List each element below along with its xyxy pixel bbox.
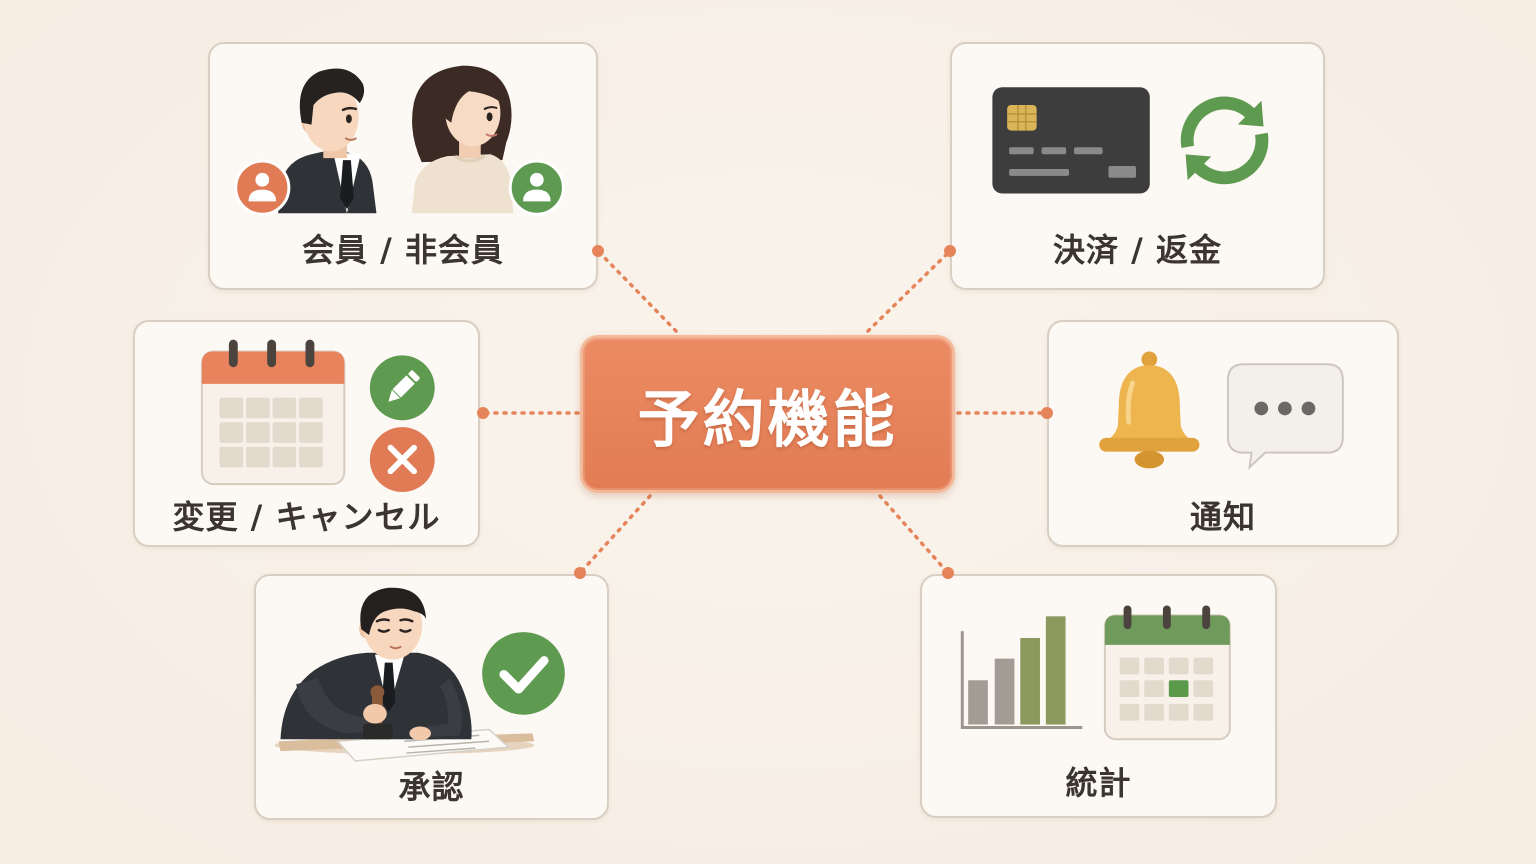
- calendar-grid: [219, 397, 323, 468]
- node-membership: 会員 / 非会員: [208, 42, 598, 290]
- woman-mouth: [485, 133, 498, 137]
- node-statistics: 統計: [920, 574, 1277, 818]
- node-payment: 決済 / 返金: [950, 42, 1325, 290]
- central-title: 予約機能: [637, 383, 898, 456]
- bell-clapper: [1134, 450, 1165, 469]
- typing-dot: [1254, 401, 1269, 416]
- speech-bubble-icon: [1226, 363, 1344, 470]
- node-label: 統計: [1065, 764, 1132, 802]
- man-eye: [345, 114, 352, 124]
- calendar-ring: [1162, 605, 1171, 630]
- bell-knob: [1141, 351, 1158, 368]
- man-tie: [340, 160, 354, 210]
- bell-rim: [1099, 437, 1200, 452]
- left-hand: [363, 703, 387, 724]
- calendar-ring: [1123, 605, 1132, 630]
- member-badge-icon: [234, 159, 291, 216]
- connector-dot: [477, 407, 489, 419]
- calendar-ring: [305, 339, 315, 368]
- right-hand: [409, 726, 432, 741]
- chart-bar: [1020, 637, 1040, 725]
- chart-bar: [968, 680, 988, 725]
- brows: [375, 618, 414, 623]
- non-member-badge-icon: [508, 159, 565, 216]
- approval-illustration: [274, 587, 565, 762]
- close-icon: [369, 427, 435, 492]
- central-node: 予約機能: [580, 335, 955, 493]
- connector-dot: [944, 245, 956, 257]
- node-approval: 承認: [254, 574, 609, 820]
- calendar-icon: [200, 339, 346, 486]
- chart-bar: [994, 658, 1015, 725]
- hair: [360, 587, 427, 636]
- calendar-ring: [267, 339, 277, 368]
- woman-bangs: [443, 75, 505, 123]
- calendar-highlighted-day: [1168, 680, 1189, 697]
- businessman-stamping-illustration: [274, 587, 535, 762]
- right-arm: [420, 678, 462, 738]
- membership-illustration: [234, 65, 565, 216]
- connector-dot: [574, 567, 586, 579]
- man-mouth: [344, 137, 357, 141]
- calendar-icon: [1103, 605, 1231, 741]
- node-label: 承認: [398, 768, 465, 806]
- calendar-grid: [1119, 657, 1214, 721]
- woman-eye: [486, 112, 493, 122]
- eyes: [377, 628, 412, 633]
- connector-dot: [942, 567, 954, 579]
- change-cancel-illustration: [200, 339, 435, 492]
- connector-membership: [596, 249, 678, 333]
- typing-dot: [1301, 401, 1316, 416]
- connector-dot: [1041, 407, 1053, 419]
- credit-card-icon: [992, 87, 1150, 194]
- bell-highlight: [1125, 380, 1136, 425]
- chart-bar: [1045, 616, 1066, 725]
- man-hair: [299, 68, 365, 125]
- woman-sweater: [411, 154, 514, 214]
- man-avatar: [278, 68, 377, 214]
- node-label: 決済 / 返金: [1053, 231, 1222, 269]
- node-label: 通知: [1189, 498, 1256, 536]
- payment-illustration: [992, 87, 1269, 194]
- connector-statistics: [878, 494, 950, 575]
- notification-illustration: [1099, 351, 1344, 470]
- chart-axes: [960, 631, 1083, 729]
- statistics-illustration: [960, 605, 1231, 741]
- card-chip: [1007, 105, 1037, 131]
- woman-avatar: [411, 65, 514, 214]
- node-label: 会員 / 非会員: [302, 231, 504, 269]
- check-icon: [482, 632, 565, 715]
- pencil-icon: [369, 355, 435, 421]
- node-notification: 通知: [1047, 320, 1399, 547]
- connector-approval: [578, 494, 652, 575]
- refresh-icon: [1180, 96, 1269, 185]
- bar-chart-icon: [960, 616, 1083, 729]
- calendar-ring: [1202, 605, 1211, 630]
- woman-collar: [454, 154, 486, 163]
- connector-payment: [866, 249, 952, 333]
- node-change-cancel: 変更 / キャンセル: [133, 320, 480, 547]
- tie: [381, 662, 396, 712]
- mouth: [389, 645, 402, 650]
- bell-icon: [1099, 351, 1200, 469]
- typing-dot: [1278, 401, 1292, 416]
- man-brow: [341, 106, 358, 112]
- calendar-header: [1104, 615, 1230, 645]
- woman-brow: [483, 106, 498, 110]
- connector-dot: [592, 245, 604, 257]
- node-label: 変更 / キャンセル: [172, 498, 441, 536]
- calendar-ring: [228, 339, 238, 368]
- left-arm: [296, 678, 373, 734]
